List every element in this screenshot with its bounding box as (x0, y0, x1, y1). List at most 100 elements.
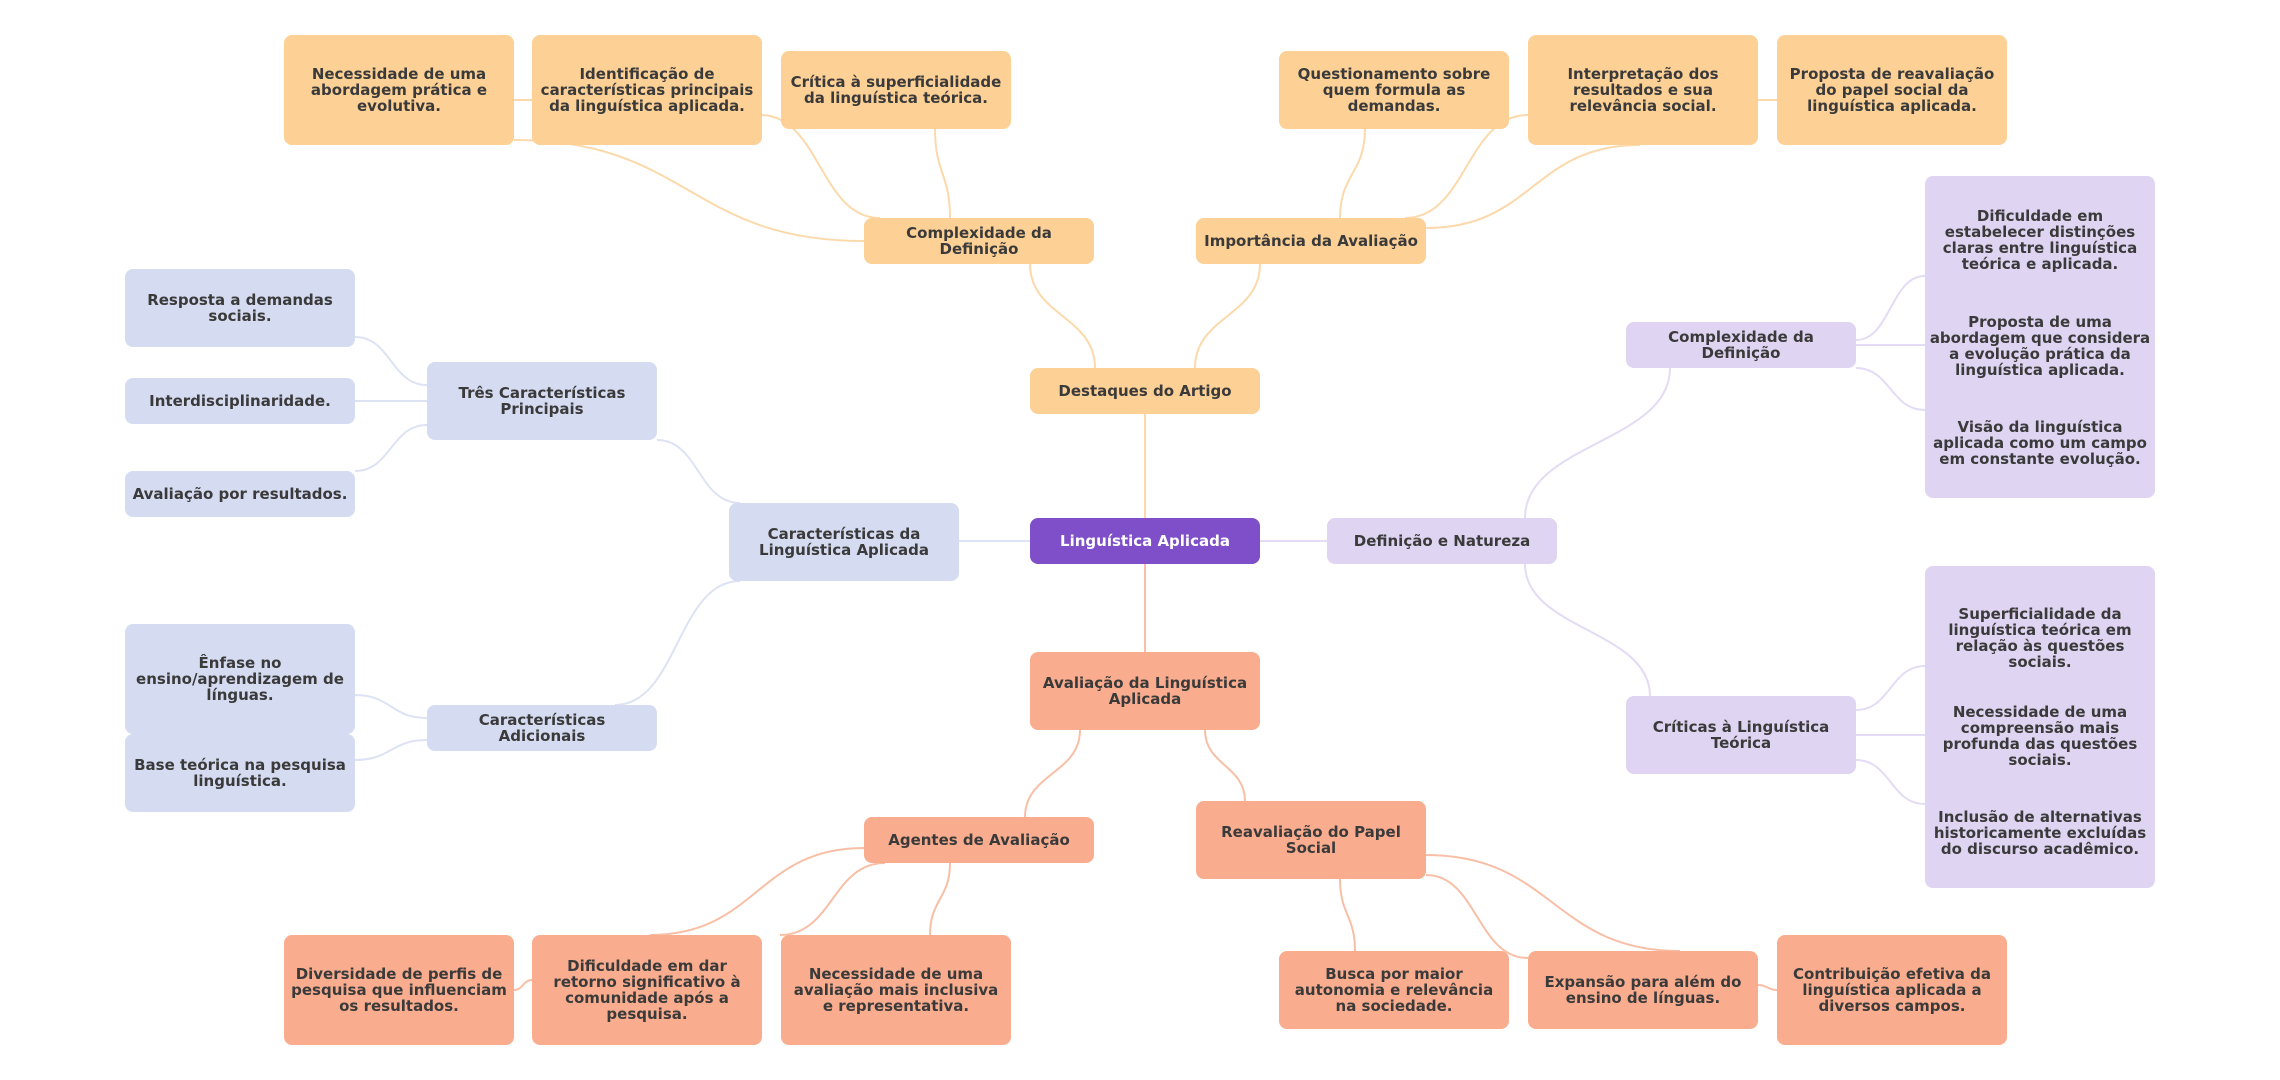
item-text: Proposta de reavaliação do papel social … (1789, 65, 1995, 115)
connector-line (1425, 144, 1641, 229)
item-text: Resposta a demandas sociais. (147, 291, 333, 325)
item-text: Questionamento sobre quem formula as dem… (1297, 65, 1491, 115)
evaluation-agents-node[interactable]: Agentes de Avaliação (864, 817, 1094, 863)
connector-line (1425, 874, 1529, 959)
item-text: Avaliação por resultados. (132, 485, 348, 503)
connector-line (1029, 263, 1096, 369)
connector-line (354, 694, 428, 719)
item-text: Expansão para além do ensino de línguas. (1544, 973, 1742, 1007)
item-text: Interdisciplinaridade. (149, 392, 331, 410)
root-node[interactable]: Linguística Aplicada (1030, 518, 1260, 564)
item-text: Ênfase no ensino/aprendizagem de línguas… (136, 654, 344, 704)
connector-line (1757, 984, 1778, 991)
connector-line (1524, 367, 1671, 519)
item-text: Busca por maior autonomia e relevância n… (1294, 965, 1494, 1015)
definition-complexity-label: Complexidade da Definição (1668, 328, 1814, 362)
item-text: Necessidade de uma abordagem prática e e… (310, 65, 488, 115)
characteristics-main-label: Três Características Principais (458, 384, 626, 418)
definition-critiques-node[interactable]: Críticas à Linguística Teórica (1626, 696, 1856, 774)
characteristics-node[interactable]: Características da Linguística Aplicada (729, 503, 959, 581)
item-text: Contribuição efetiva da linguística apli… (1793, 965, 1991, 1015)
highlights-complexity-item[interactable]: Necessidade de uma abordagem prática e e… (284, 35, 514, 145)
connector-line (513, 139, 865, 242)
highlights-complexity-node[interactable]: Complexidade da Definição (864, 218, 1094, 264)
connector-line (1855, 759, 1926, 805)
connector-line (1524, 563, 1651, 697)
evaluation-social-role-item[interactable]: Busca por maior autonomia e relevância n… (1279, 951, 1509, 1029)
definition-complexity-item[interactable]: Visão da linguística aplicada como um ca… (1925, 410, 2155, 476)
evaluation-agents-item[interactable]: Dificuldade em dar retorno significativo… (532, 935, 762, 1045)
evaluation-agents-label: Agentes de Avaliação (888, 831, 1070, 849)
highlights-importance-label: Importância da Avaliação (1204, 232, 1418, 250)
characteristics-label: Características da Linguística Aplicada (759, 525, 929, 559)
definition-complexity-item[interactable]: Proposta de uma abordagem que considera … (1925, 305, 2155, 387)
item-text: Dificuldade em dar retorno significativo… (553, 957, 741, 1023)
characteristics-additional-item[interactable]: Base teórica na pesquisa linguística. (125, 734, 355, 812)
highlights-complexity-item[interactable]: Identificação de características princip… (532, 35, 762, 145)
characteristics-main-item[interactable]: Interdisciplinaridade. (125, 378, 355, 424)
root-label: Linguística Aplicada (1060, 532, 1230, 550)
item-text: Identificação de características princip… (540, 65, 754, 115)
item-text: Inclusão de alternativas historicamente … (1933, 808, 2147, 858)
evaluation-social-role-item[interactable]: Contribuição efetiva da linguística apli… (1777, 935, 2007, 1045)
connector-line (1855, 275, 1926, 341)
evaluation-node[interactable]: Avaliação da Linguística Aplicada (1030, 652, 1260, 730)
definition-node[interactable]: Definição e Natureza (1327, 518, 1557, 564)
connector-line (779, 862, 886, 936)
definition-critiques-item[interactable]: Inclusão de alternativas historicamente … (1925, 800, 2155, 866)
item-text: Proposta de uma abordagem que considera … (1929, 313, 2151, 379)
connector-line (1024, 729, 1081, 818)
item-text: Interpretação dos resultados e sua relev… (1567, 65, 1719, 115)
evaluation-agents-item[interactable]: Necessidade de uma avaliação mais inclus… (781, 935, 1011, 1045)
definition-critiques-label: Críticas à Linguística Teórica (1652, 718, 1830, 752)
evaluation-social-role-label: Reavaliação do Papel Social (1221, 823, 1401, 857)
definition-critiques-items-panel (1925, 566, 2155, 888)
connector-line (759, 114, 881, 219)
item-text: Necessidade de uma compreensão mais prof… (1942, 703, 2138, 769)
connector-line (1855, 665, 1926, 711)
item-text: Diversidade de perfis de pesquisa que in… (291, 965, 507, 1015)
item-text: Superficialidade da linguística teórica … (1948, 605, 2132, 671)
connector-line (656, 439, 741, 504)
evaluation-agents-item[interactable]: Diversidade de perfis de pesquisa que in… (284, 935, 514, 1045)
characteristics-main-item[interactable]: Resposta a demandas sociais. (125, 269, 355, 347)
characteristics-additional-node[interactable]: Características Adicionais (427, 705, 657, 751)
connector-line (1425, 854, 1681, 952)
connector-line (354, 739, 428, 761)
connector-line (1855, 367, 1926, 411)
highlights-importance-item[interactable]: Proposta de reavaliação do papel social … (1777, 35, 2007, 145)
highlights-importance-node[interactable]: Importância da Avaliação (1196, 218, 1426, 264)
highlights-node[interactable]: Destaques do Artigo (1030, 368, 1260, 414)
connector-line (354, 336, 428, 386)
characteristics-additional-label: Características Adicionais (478, 711, 606, 745)
item-text: Crítica à superficialidade da linguístic… (790, 73, 1002, 107)
connector-line (1339, 878, 1356, 952)
characteristics-main-item[interactable]: Avaliação por resultados. (125, 471, 355, 517)
connector-line (354, 424, 428, 472)
evaluation-social-role-item[interactable]: Expansão para além do ensino de línguas. (1528, 951, 1758, 1029)
item-text: Necessidade de uma avaliação mais inclus… (793, 965, 999, 1015)
connector-line (1339, 128, 1366, 219)
connector-line (614, 580, 741, 706)
characteristics-additional-item[interactable]: Ênfase no ensino/aprendizagem de línguas… (125, 624, 355, 734)
definition-critiques-item[interactable]: Superficialidade da linguística teórica … (1925, 600, 2155, 676)
highlights-importance-item[interactable]: Interpretação dos resultados e sua relev… (1528, 35, 1758, 145)
highlights-importance-item[interactable]: Questionamento sobre quem formula as dem… (1279, 51, 1509, 129)
item-text: Base teórica na pesquisa linguística. (134, 756, 346, 790)
definition-critiques-item[interactable]: Necessidade de uma compreensão mais prof… (1925, 700, 2155, 772)
item-text: Visão da linguística aplicada como um ca… (1933, 418, 2147, 468)
characteristics-main-node[interactable]: Três Características Principais (427, 362, 657, 440)
definition-complexity-item[interactable]: Dificuldade em estabelecer distinções cl… (1925, 206, 2155, 274)
highlights-complexity-item[interactable]: Crítica à superficialidade da linguístic… (781, 51, 1011, 129)
evaluation-social-role-node[interactable]: Reavaliação do Papel Social (1196, 801, 1426, 879)
connector-line (1194, 263, 1261, 369)
connector-line (649, 847, 865, 936)
definition-complexity-node[interactable]: Complexidade da Definição (1626, 322, 1856, 368)
definition-complexity-items-panel (1925, 176, 2155, 498)
definition-label: Definição e Natureza (1353, 532, 1531, 550)
connector-line (513, 979, 533, 991)
evaluation-label: Avaliação da Linguística Aplicada (1042, 674, 1248, 708)
highlights-label: Destaques do Artigo (1058, 382, 1232, 400)
item-text: Dificuldade em estabelecer distinções cl… (1942, 207, 2138, 273)
